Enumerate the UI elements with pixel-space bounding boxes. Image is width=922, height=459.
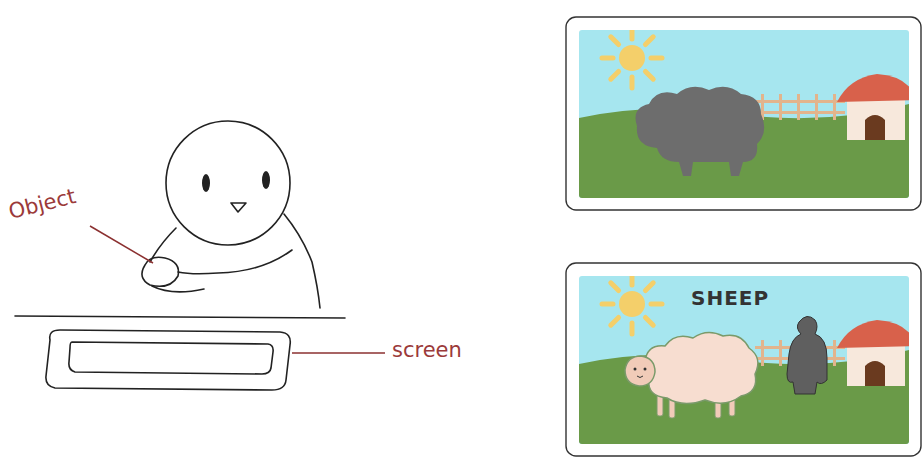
person-arm bbox=[178, 250, 292, 274]
person-body bbox=[284, 214, 320, 308]
frame-outline bbox=[566, 17, 921, 210]
screen-outline bbox=[46, 330, 290, 390]
held-object bbox=[142, 257, 179, 286]
house-door bbox=[865, 115, 885, 140]
sun-ray bbox=[645, 37, 653, 45]
house-roof bbox=[837, 320, 909, 348]
person-silhouette bbox=[787, 316, 827, 394]
sun-ray bbox=[630, 30, 635, 39]
fence-post bbox=[815, 94, 818, 120]
fence-post bbox=[797, 94, 800, 120]
screen-frame bbox=[566, 17, 921, 210]
fence-post bbox=[779, 340, 782, 366]
sun-ray bbox=[611, 37, 619, 45]
sun-ray bbox=[645, 283, 653, 291]
house-door bbox=[865, 361, 885, 386]
fence-post bbox=[833, 94, 836, 120]
sun-ray bbox=[611, 71, 619, 79]
fence-post bbox=[761, 340, 764, 366]
sun bbox=[619, 291, 645, 317]
sun bbox=[602, 276, 662, 334]
fence bbox=[755, 94, 845, 120]
fence-rail bbox=[755, 111, 845, 114]
sheep bbox=[625, 332, 758, 418]
sun-ray bbox=[630, 276, 635, 285]
sheep-eye bbox=[644, 368, 647, 371]
leader-line bbox=[292, 352, 385, 354]
person-mouth bbox=[231, 203, 246, 212]
sun-ray bbox=[651, 56, 662, 61]
screen-frame: SHEEP bbox=[565, 262, 922, 457]
fence-post bbox=[833, 340, 836, 366]
sun-ray bbox=[651, 302, 662, 307]
callout-label: Object bbox=[6, 184, 78, 224]
sheep-body bbox=[643, 332, 758, 403]
house-wall bbox=[847, 98, 905, 140]
sun bbox=[619, 45, 645, 71]
screen-inner bbox=[69, 342, 273, 374]
sun-ray bbox=[630, 323, 635, 334]
sun-ray bbox=[630, 77, 635, 88]
fence-rail bbox=[755, 100, 845, 103]
fence-post bbox=[779, 94, 782, 120]
sun-ray bbox=[645, 317, 653, 325]
person-eye bbox=[202, 174, 210, 192]
sheep-head bbox=[625, 356, 655, 386]
person-head bbox=[166, 121, 290, 245]
sky bbox=[579, 276, 909, 444]
sheep-silhouette bbox=[636, 87, 765, 176]
house-wall bbox=[847, 344, 905, 386]
sheep-eye bbox=[634, 368, 637, 371]
sun-ray bbox=[611, 283, 619, 291]
leader-line bbox=[90, 226, 153, 263]
sheep-mouth bbox=[637, 376, 643, 378]
caption-word: SHEEP bbox=[691, 286, 769, 310]
sun-ray bbox=[611, 317, 619, 325]
callout-label: screen bbox=[392, 338, 462, 362]
table-edge bbox=[15, 316, 345, 318]
sun-ray bbox=[602, 302, 613, 307]
house-roof bbox=[837, 74, 909, 102]
frame-outline bbox=[566, 263, 921, 456]
sky bbox=[579, 30, 909, 198]
sun-ray bbox=[602, 56, 613, 61]
sun bbox=[602, 30, 662, 88]
person-eye bbox=[262, 171, 270, 189]
sun-ray bbox=[645, 71, 653, 79]
